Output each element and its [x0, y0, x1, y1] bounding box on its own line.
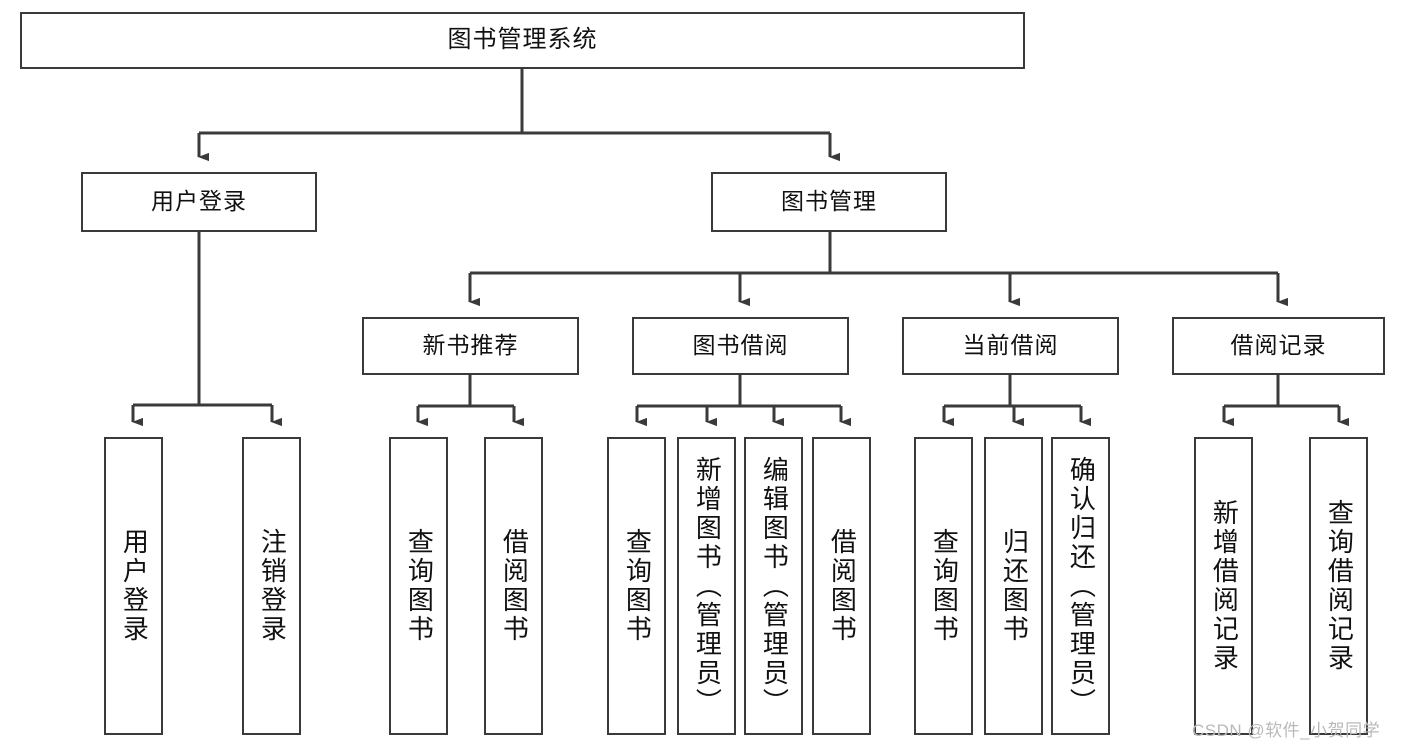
node-label: 用户登录 — [151, 188, 247, 215]
node-leaf-borrow-book-2[interactable]: 借阅图书 — [812, 437, 871, 735]
node-new-book-recommend[interactable]: 新书推荐 — [362, 317, 579, 375]
node-leaf-add-record[interactable]: 新增借阅记录 — [1194, 437, 1253, 735]
node-leaf-confirm-return[interactable]: 确认归还（管理员） — [1051, 437, 1110, 735]
node-label: 借阅图书 — [499, 528, 530, 644]
node-root-system[interactable]: 图书管理系统 — [20, 12, 1025, 69]
node-leaf-query-record[interactable]: 查询借阅记录 — [1309, 437, 1368, 735]
node-label: 查询借阅记录 — [1324, 499, 1355, 673]
node-label: 图书管理 — [781, 188, 877, 215]
node-borrow-record[interactable]: 借阅记录 — [1172, 317, 1385, 375]
node-leaf-query-book-1[interactable]: 查询图书 — [389, 437, 448, 735]
node-leaf-user-login[interactable]: 用户登录 — [104, 437, 163, 735]
node-label: 查询图书 — [404, 528, 435, 644]
node-label: 新增借阅记录 — [1209, 499, 1240, 673]
node-label: 图书借阅 — [692, 332, 789, 359]
node-label: 借阅记录 — [1230, 332, 1327, 359]
node-user-login[interactable]: 用户登录 — [81, 172, 317, 232]
node-label: 当前借阅 — [962, 332, 1059, 359]
node-leaf-return-book[interactable]: 归还图书 — [984, 437, 1043, 735]
node-label: 新书推荐 — [422, 332, 519, 359]
node-label: 新增图书（管理员） — [692, 455, 723, 717]
node-leaf-query-book-2[interactable]: 查询图书 — [607, 437, 666, 735]
node-label: 用户登录 — [119, 528, 150, 644]
node-label: 图书管理系统 — [447, 26, 598, 54]
node-label: 确认归还（管理员） — [1066, 455, 1097, 717]
node-leaf-borrow-book-1[interactable]: 借阅图书 — [484, 437, 543, 735]
node-current-borrow[interactable]: 当前借阅 — [902, 317, 1119, 375]
node-label: 查询图书 — [622, 528, 653, 644]
node-book-manage[interactable]: 图书管理 — [711, 172, 947, 232]
node-leaf-query-book-3[interactable]: 查询图书 — [914, 437, 973, 735]
node-label: 归还图书 — [999, 528, 1030, 644]
node-leaf-add-book[interactable]: 新增图书（管理员） — [677, 437, 736, 735]
node-book-borrow[interactable]: 图书借阅 — [632, 317, 849, 375]
node-label: 编辑图书（管理员） — [759, 455, 790, 717]
node-label: 查询图书 — [929, 528, 960, 644]
node-label: 注销登录 — [257, 528, 288, 644]
csdn-watermark: CSDN @软件_小贺同学 — [1192, 721, 1381, 740]
node-leaf-user-logout[interactable]: 注销登录 — [242, 437, 301, 735]
node-leaf-edit-book[interactable]: 编辑图书（管理员） — [744, 437, 803, 735]
node-label: 借阅图书 — [827, 528, 858, 644]
